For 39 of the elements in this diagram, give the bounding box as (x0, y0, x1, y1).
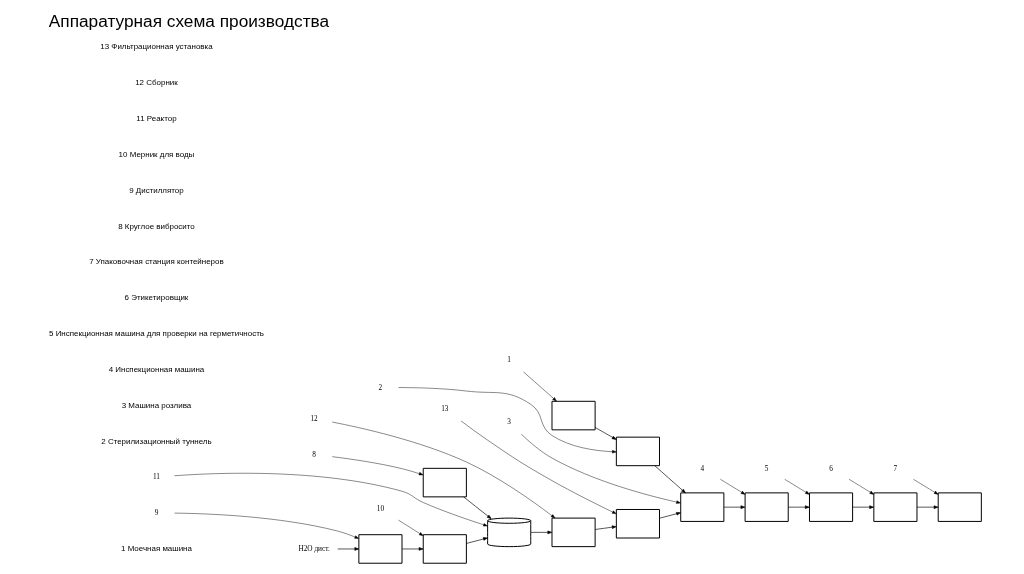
arrow (173, 473, 488, 527)
arrow (336, 547, 359, 551)
arrow (594, 525, 616, 530)
node-box (744, 492, 789, 522)
arrow (784, 479, 810, 495)
arrow (654, 465, 686, 494)
node-box (551, 400, 596, 431)
arrow (522, 371, 557, 402)
diagram-title: Аппаратурная схема производства (48, 11, 329, 32)
arrow (530, 530, 552, 535)
arrow (723, 505, 745, 509)
arrow (719, 479, 745, 495)
node-box (937, 492, 982, 522)
node-box (679, 492, 724, 522)
node-box (615, 509, 660, 539)
arrow (594, 427, 616, 440)
node-box (422, 467, 467, 498)
arrow (916, 505, 938, 509)
arrow (787, 505, 810, 509)
arrow (658, 512, 681, 519)
arrow (397, 387, 617, 454)
node-box (422, 534, 467, 564)
node-box (357, 534, 402, 564)
arrow (331, 421, 555, 519)
arrow (851, 505, 874, 509)
node-box (808, 492, 853, 522)
arrow (465, 537, 488, 544)
arrow (397, 519, 423, 536)
arrow (173, 512, 359, 539)
arrow (331, 456, 423, 476)
node-box (872, 492, 917, 522)
node-box (615, 436, 660, 467)
arrow (401, 547, 423, 551)
arrow (520, 434, 681, 504)
node-box (551, 517, 596, 548)
arrow (460, 420, 617, 515)
arrow (912, 479, 938, 495)
arrow (462, 496, 491, 520)
arrow (848, 479, 874, 495)
